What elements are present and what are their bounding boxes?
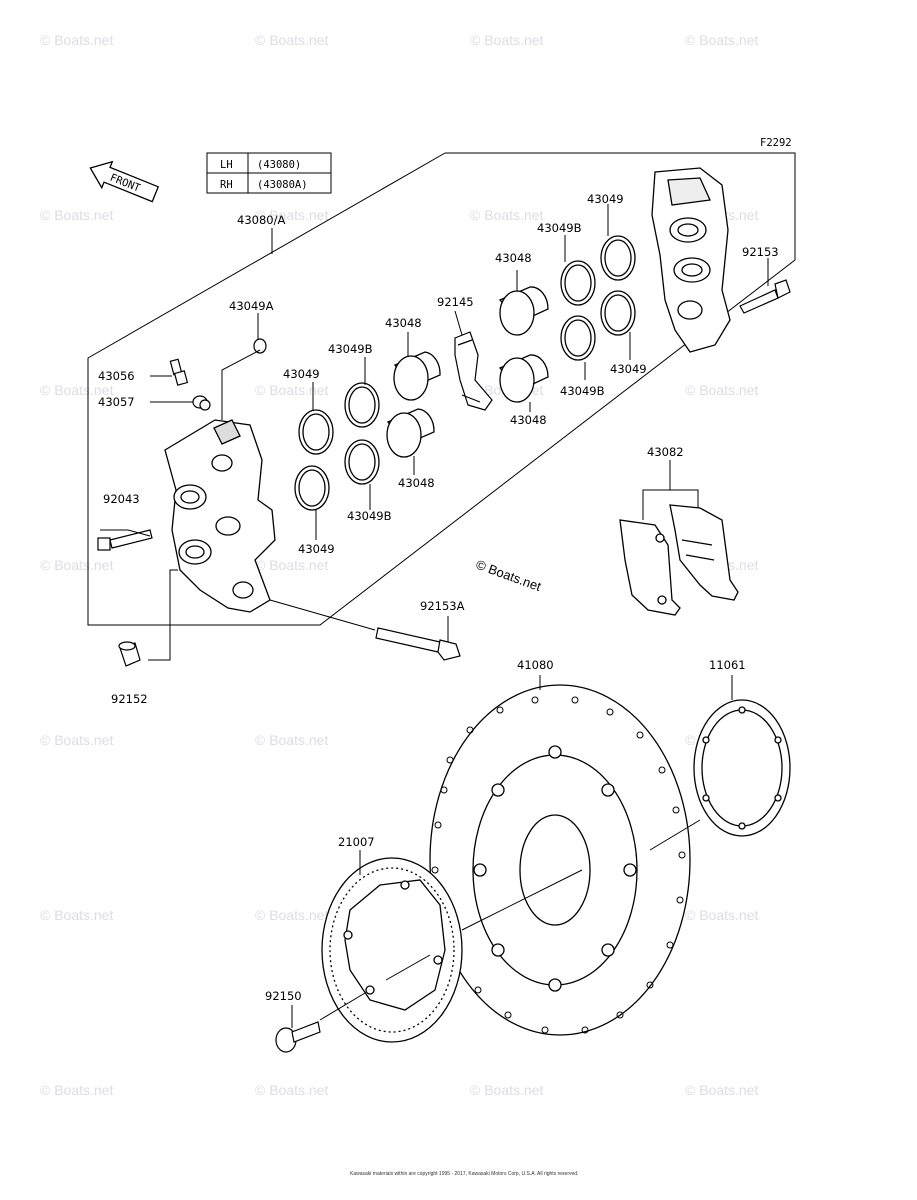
right-caliper-body (651, 167, 731, 353)
watermark: © Boats.net (40, 557, 113, 573)
watermark: © Boats.net (470, 32, 543, 48)
part-label: 43049B (537, 221, 582, 235)
watermark: © Boats.net (470, 207, 543, 223)
assembly-outline (87, 152, 796, 626)
part-label: 43049B (560, 384, 605, 398)
center-watermark: © Boats.net (474, 557, 544, 595)
left-caliper-body (164, 419, 276, 613)
watermark: © Boats.net (40, 207, 113, 223)
small-seal (253, 338, 267, 354)
copyright-notice: Kawasaki materials within are copyright … (350, 1171, 578, 1177)
part-label: 43049 (298, 542, 335, 556)
part-label: 43048 (495, 251, 532, 265)
bleeder-cap (192, 395, 211, 411)
part-label: 92043 (103, 492, 140, 506)
bolt-92153 (739, 279, 791, 314)
part-label: 92153 (742, 245, 779, 259)
piston (499, 290, 535, 336)
part-label: 43048 (385, 316, 422, 330)
part-label: 43048 (510, 413, 547, 427)
part-label: 92152 (111, 692, 148, 706)
watermark: © Boats.net (40, 907, 113, 923)
disc-gasket (693, 699, 791, 837)
bolt-92153A (375, 627, 461, 661)
watermark: © Boats.net (40, 732, 113, 748)
table-side-rh: RH (220, 179, 233, 191)
watermark: © Boats.net (255, 557, 328, 573)
seals-right (560, 235, 636, 361)
seals-left (294, 382, 380, 511)
bolt-92043 (97, 529, 153, 551)
part-label: 43049 (587, 192, 624, 206)
table-side-lh: LH (220, 159, 233, 171)
pad-spring (454, 331, 493, 411)
part-label: 43048 (398, 476, 435, 490)
brake-pads (619, 504, 739, 616)
front-arrow-icon: FRONT (89, 160, 160, 203)
watermark: © Boats.net (685, 1082, 758, 1098)
abs-sensor-ring (321, 857, 463, 1043)
part-label: 43056 (98, 369, 135, 383)
piston (393, 355, 429, 401)
part-label: 43049A (229, 299, 274, 313)
part-label: 43049 (610, 362, 647, 376)
watermark: © Boats.net (255, 207, 328, 223)
watermark: © Boats.net (470, 1082, 543, 1098)
watermark: © Boats.net (255, 732, 328, 748)
brake-disc (429, 684, 691, 1036)
watermark: © Boats.net (255, 1082, 328, 1098)
pistons-left (386, 351, 441, 458)
part-label: 21007 (338, 835, 375, 849)
watermark: © Boats.net (255, 907, 328, 923)
watermark: © Boats.net (685, 907, 758, 923)
table-part-rh: (43080A) (257, 179, 308, 191)
part-labels: 43049A 43056 43057 92043 92152 92153A 43… (98, 192, 779, 1003)
figure-code: F2292 (760, 137, 792, 149)
part-label: 92145 (437, 295, 474, 309)
part-label: 43049B (328, 342, 373, 356)
watermark: © Boats.net (255, 382, 328, 398)
nut-92152 (118, 641, 141, 667)
part-label: 92153A (420, 599, 465, 613)
part-label: 43082 (647, 445, 684, 459)
assembly-label: 43080/A (237, 213, 285, 227)
part-label: 11061 (709, 658, 746, 672)
bleeder-valve (169, 358, 189, 386)
watermark: © Boats.net (685, 32, 758, 48)
watermark: © Boats.net (685, 382, 758, 398)
part-label: 43049B (347, 509, 392, 523)
leader-lines (100, 204, 769, 1028)
piston (386, 412, 422, 458)
table-part-lh: (43080) (257, 159, 301, 171)
watermark: © Boats.net (40, 32, 113, 48)
watermark: © Boats.net (40, 382, 113, 398)
part-label: 43049 (283, 367, 320, 381)
part-label: 92150 (265, 989, 302, 1003)
part-label: 41080 (517, 658, 554, 672)
part-label: 43057 (98, 395, 135, 409)
bolt-92150 (275, 1021, 321, 1053)
side-table: LH (43080) RH (43080A) (206, 152, 332, 194)
piston (499, 357, 535, 403)
pistons-right (498, 286, 549, 403)
watermark: © Boats.net (40, 1082, 113, 1098)
watermark: © Boats.net (255, 32, 328, 48)
